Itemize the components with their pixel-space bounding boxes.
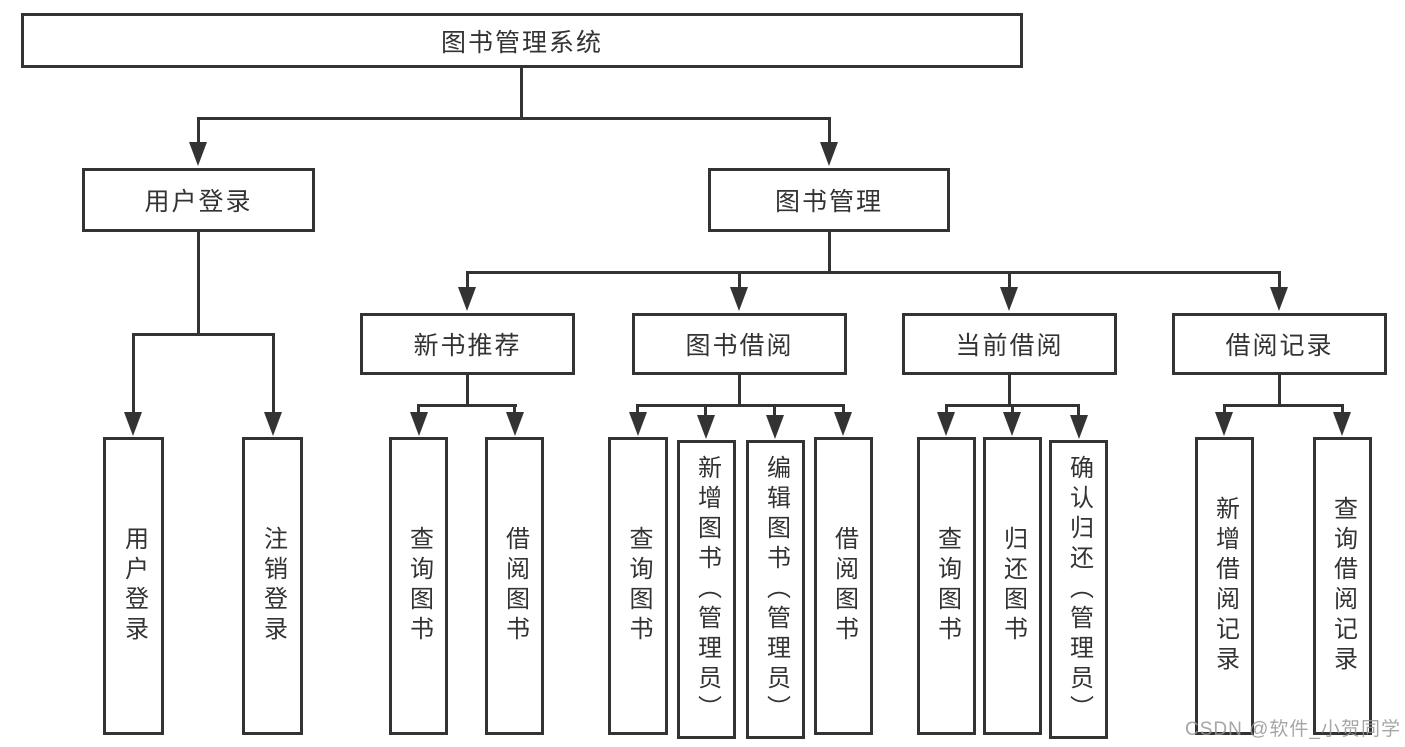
node-label: 图书借阅 [685, 332, 794, 360]
connector-line [828, 117, 831, 145]
connector-line [1223, 404, 1344, 407]
node-leaf-confirm-return-admin: 确认归还（管理员） [1049, 440, 1108, 739]
node-new-book-recommend: 新书推荐 [360, 313, 575, 375]
node-label: 用户登录 [144, 188, 253, 216]
node-label: 新书推荐 [413, 332, 522, 360]
connector-line [197, 117, 200, 145]
connector-line [197, 232, 200, 336]
node-label: 归还图书 [999, 526, 1027, 646]
node-label: 当前借阅 [955, 332, 1064, 360]
node-leaf-add-books-admin: 新增图书（管理员） [677, 440, 736, 739]
arrow-down-icon [697, 415, 715, 439]
connector-line [1011, 404, 1014, 414]
node-leaf-return-books: 归还图书 [983, 437, 1042, 735]
node-label: 查询图书 [405, 526, 433, 646]
node-label: 新增图书（管理员） [693, 454, 721, 725]
connector-line [1008, 271, 1011, 290]
node-label: 借阅图书 [501, 526, 529, 646]
arrow-down-icon [124, 412, 142, 436]
connector-line [466, 271, 469, 290]
connector-line [417, 404, 517, 407]
arrow-down-icon [766, 415, 784, 439]
connector-line [1223, 404, 1226, 414]
node-label: 编辑图书（管理员） [762, 454, 790, 725]
connector-line [1278, 271, 1281, 290]
node-leaf-edit-books-admin: 编辑图书（管理员） [746, 440, 805, 739]
connector-line [132, 333, 275, 336]
arrow-down-icon [189, 142, 207, 166]
node-label: 确认归还（管理员） [1065, 454, 1093, 725]
node-book-management: 图书管理 [708, 168, 950, 232]
arrow-down-icon [1215, 412, 1233, 436]
node-label: 借阅记录 [1225, 332, 1334, 360]
arrow-down-icon [629, 412, 647, 436]
connector-line [197, 117, 831, 120]
node-book-borrow: 图书借阅 [632, 313, 847, 375]
connector-line [738, 375, 741, 407]
connector-line [636, 404, 845, 407]
arrow-down-icon [1003, 412, 1021, 436]
node-label: 图书管理 [774, 188, 883, 216]
connector-line [1077, 404, 1080, 417]
connector-line [513, 404, 516, 414]
connector-line [842, 404, 845, 414]
node-leaf-query-books-recommend: 查询图书 [389, 437, 448, 735]
node-leaf-borrow-books-recommend: 借阅图书 [485, 437, 544, 735]
connector-line [1341, 404, 1344, 414]
arrow-down-icon [1270, 287, 1288, 311]
connector-line [945, 404, 948, 414]
node-leaf-query-books-borrow: 查询图书 [608, 437, 668, 735]
node-leaf-logout: 注销登录 [242, 437, 303, 735]
node-book-management-system: 图书管理系统 [21, 13, 1023, 68]
arrow-down-icon [834, 412, 852, 436]
arrow-down-icon [820, 142, 838, 166]
arrow-down-icon [1070, 415, 1088, 439]
arrow-down-icon [1333, 412, 1351, 436]
node-label: 借阅图书 [830, 526, 858, 646]
arrow-down-icon [458, 287, 476, 311]
arrow-down-icon [410, 412, 428, 436]
connector-line [738, 271, 741, 290]
node-label: 新增借阅记录 [1211, 496, 1239, 676]
node-label: 查询图书 [933, 526, 961, 646]
csdn-watermark: CSDN @软件_小贺同学 [1185, 719, 1401, 740]
connector-line [828, 232, 831, 274]
node-label: 图书管理系统 [440, 28, 603, 57]
connector-line [1008, 375, 1011, 407]
node-current-borrow: 当前借阅 [902, 313, 1117, 375]
node-leaf-user-login: 用户登录 [103, 437, 164, 735]
arrow-down-icon [264, 412, 282, 436]
node-leaf-borrow-books: 借阅图书 [814, 437, 873, 735]
node-leaf-query-books-current: 查询图书 [917, 437, 976, 735]
node-leaf-query-borrow-record: 查询借阅记录 [1313, 437, 1372, 735]
connector-line [636, 404, 639, 414]
node-leaf-add-borrow-record: 新增借阅记录 [1195, 437, 1254, 735]
node-label: 查询借阅记录 [1329, 496, 1357, 676]
connector-line [417, 404, 420, 414]
connector-line [466, 271, 1281, 274]
node-label: 用户登录 [120, 526, 148, 646]
connector-line [1278, 375, 1281, 407]
node-user-login: 用户登录 [82, 168, 315, 232]
connector-line [132, 333, 135, 414]
connector-line [466, 375, 469, 407]
node-borrow-record: 借阅记录 [1172, 313, 1387, 375]
arrow-down-icon [1000, 287, 1018, 311]
connector-line [272, 333, 275, 414]
connector-line [704, 404, 707, 417]
node-label: 查询图书 [625, 526, 652, 646]
arrow-down-icon [937, 412, 955, 436]
arrow-down-icon [506, 412, 524, 436]
connector-line [520, 68, 523, 118]
arrow-down-icon [730, 287, 748, 311]
connector-line [773, 404, 776, 417]
node-label: 注销登录 [259, 526, 287, 646]
